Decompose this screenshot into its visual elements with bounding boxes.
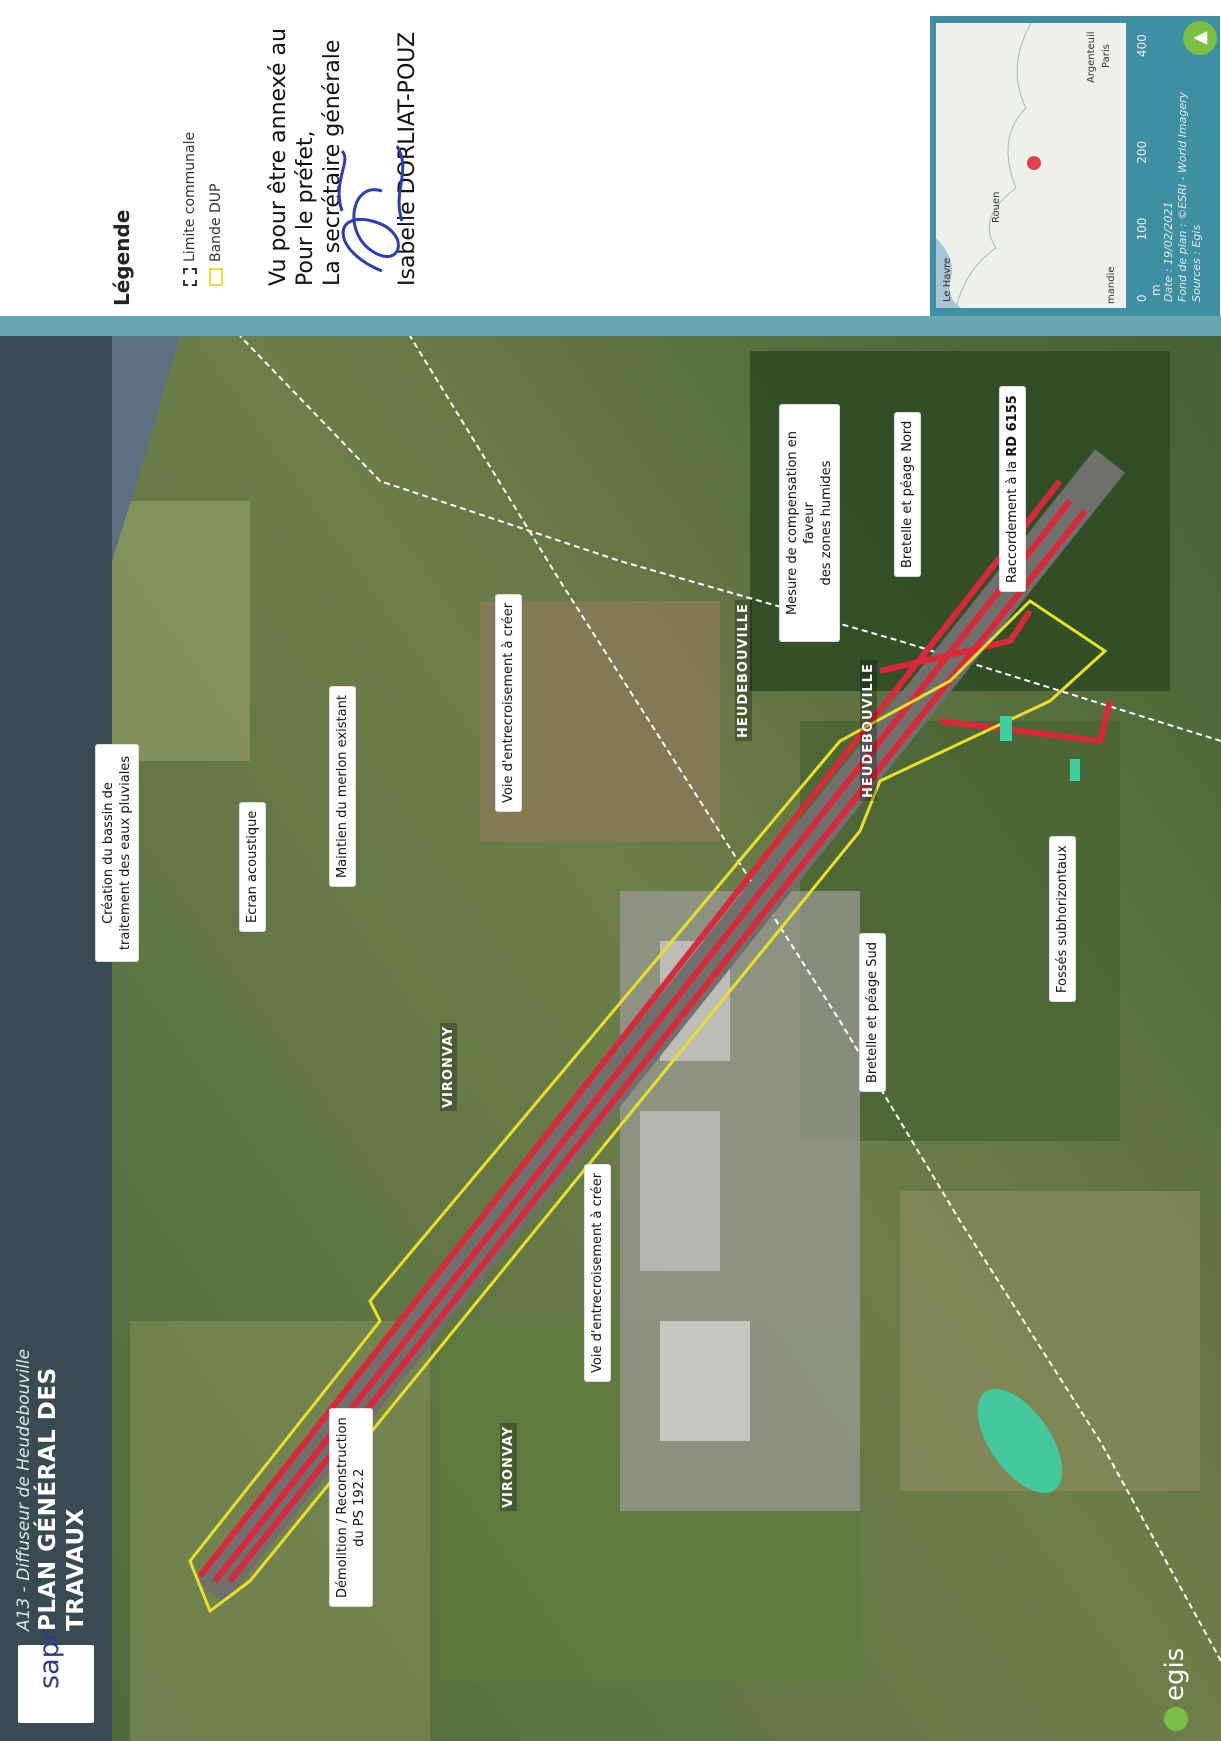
- callout-voie-sud: Voie d'entrecroisement à créer: [585, 1164, 610, 1381]
- north-arrow-icon: ▲: [1183, 21, 1217, 55]
- field: [900, 1191, 1200, 1491]
- callout-mesure: Mesure de compensation en faveur des zon…: [780, 405, 839, 641]
- place-heudebouville: HEUDEBOUVILLE: [735, 600, 752, 741]
- inset-place-label: Le Havre: [942, 257, 953, 302]
- legend-item-commune: Limite communale: [182, 132, 198, 286]
- map-sources: Sources : Egis: [1190, 224, 1203, 302]
- works-line: [227, 509, 1088, 1583]
- scale-label: 200: [1135, 140, 1149, 164]
- ramp: [879, 609, 1033, 674]
- basin: [1070, 759, 1080, 781]
- field: [480, 601, 720, 841]
- inset-place-label: mandie: [1106, 266, 1117, 305]
- scale-unit: m: [1149, 284, 1163, 296]
- legend-heading: Légende: [110, 209, 134, 306]
- river: [112, 336, 180, 561]
- legend-label: Limite communale: [182, 131, 198, 262]
- callout-text: Voie d'entrecroisement à créer: [501, 602, 516, 803]
- dashed-line-icon: [183, 268, 197, 286]
- road-label: RD 6155: [1005, 395, 1020, 457]
- egis-logo-text: egis: [1160, 1647, 1190, 1701]
- inset-place-label: Rouen: [991, 191, 1002, 223]
- handwritten-signature: [337, 145, 405, 273]
- callout-text: Bretelle et péage Sud: [865, 942, 880, 1083]
- callout-text: des zones humides: [819, 460, 834, 586]
- map-date: Date : 19/02/2021: [1162, 201, 1175, 302]
- scale-label: 0: [1135, 294, 1149, 302]
- place-heudebouville: HEUDEBOUVILLE: [860, 660, 877, 801]
- inset-map-drawing: [936, 22, 1041, 309]
- basin: [977, 1388, 1063, 1494]
- callout-text: traitement des eaux pluviales: [118, 755, 133, 951]
- callout-fosses: Fossés subhorizontaux: [1050, 837, 1075, 1001]
- callout-bretelle-sud: Bretelle et péage Sud: [860, 934, 885, 1091]
- commune-limit: [409, 335, 1221, 1662]
- dup-band: [188, 599, 1108, 1614]
- place-vironvay: VIRONVAY: [500, 1422, 517, 1511]
- callout-text: Fossés subhorizontaux: [1055, 845, 1070, 993]
- callout-text: Maintien du merlon existant: [335, 695, 350, 878]
- map-basemap-credit: Fond de plan : ©ESRI - World Imagery: [1176, 91, 1189, 302]
- building: [660, 1321, 750, 1441]
- egis-logo: egis: [1160, 1648, 1190, 1731]
- callout-ecran: Ecran acoustique: [240, 802, 265, 931]
- callout-bretelle-nord: Bretelle et péage Nord: [895, 412, 920, 576]
- callout-voie-nord: Voie d'entrecroisement à créer: [496, 594, 521, 811]
- callout-demolition: Démolition / Reconstruction du PS 192.2: [330, 1409, 372, 1606]
- callout-bassin: Création du bassin de traitement des eau…: [96, 745, 138, 961]
- scale-label: 100: [1135, 217, 1149, 241]
- location-pin-icon: [1027, 156, 1041, 170]
- place-vironvay: VIRONVAY: [440, 1022, 457, 1111]
- annex-line: Vu pour être annexé au: [266, 28, 291, 286]
- callout-merlon: Maintien du merlon existant: [330, 687, 355, 886]
- scale-label: 400: [1135, 34, 1149, 58]
- callout-text: Bretelle et péage Nord: [900, 420, 915, 568]
- title-block: A13 - Diffuseur de Heudebouville PLAN GÉ…: [14, 1349, 90, 1631]
- callout-text: Démolition / Reconstruction: [335, 1417, 350, 1598]
- legend-item-dup: Bande DUP: [208, 184, 224, 286]
- legend-accent-band: [0, 316, 1221, 336]
- sapn-logo-text: sapn: [34, 1624, 65, 1689]
- sapn-logo: sapn: [18, 1624, 94, 1723]
- callout-text: Création du bassin de: [101, 782, 116, 924]
- callout-text: Ecran acoustique: [245, 810, 260, 923]
- field: [100, 501, 250, 761]
- commune-limit: [239, 335, 1221, 742]
- callout-text: Mesure de compensation en faveur: [785, 430, 817, 616]
- egis-dot-icon: [1163, 1707, 1188, 1731]
- forest: [750, 351, 1170, 691]
- location-inset: Le Havre Rouen Argenteuil Paris mandie 0…: [930, 16, 1220, 316]
- yellow-outline-icon: [209, 268, 223, 286]
- map-title-line1: PLAN GÉNÉRAL DES: [35, 1367, 61, 1631]
- annex-line: Pour le préfet,: [293, 130, 318, 286]
- scale-bar: 0 100 200 400 m: [1135, 16, 1163, 302]
- works-line: [212, 499, 1073, 1583]
- basin: [1000, 716, 1012, 741]
- callout-raccordement: Raccordement à la RD 6155: [1000, 387, 1025, 591]
- callout-text: du PS 192.2: [352, 1468, 367, 1547]
- building: [640, 1111, 720, 1271]
- legend-label: Bande DUP: [208, 183, 224, 262]
- map-subtitle: A13 - Diffuseur de Heudebouville: [14, 1348, 34, 1631]
- callout-text: Raccordement à la: [1005, 456, 1020, 583]
- inset-place-label: Paris: [1101, 44, 1112, 68]
- inset-place-label: Argenteuil: [1086, 31, 1097, 83]
- map-title-line2: TRAVAUX: [63, 1508, 89, 1631]
- callout-text: Voie d'entrecroisement à créer: [590, 1172, 605, 1373]
- inset-map: Le Havre Rouen Argenteuil Paris mandie: [936, 22, 1126, 309]
- map-metadata: Date : 19/02/2021 Fond de plan : ©ESRI -…: [1162, 92, 1204, 302]
